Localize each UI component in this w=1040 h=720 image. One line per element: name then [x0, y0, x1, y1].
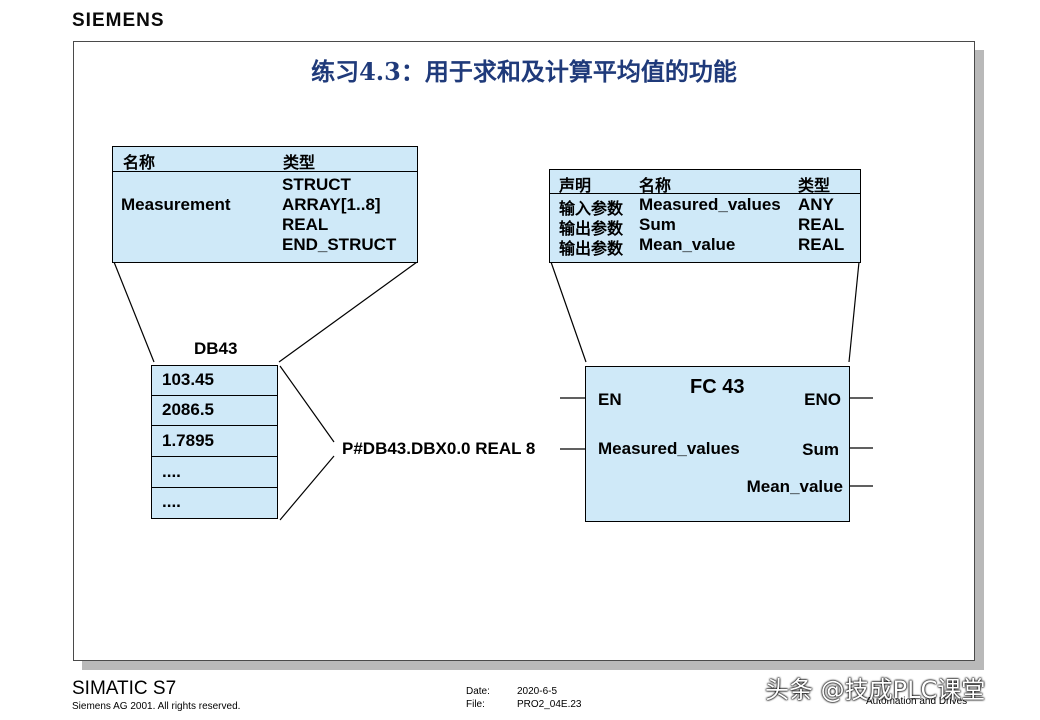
db-cell-value: 1.7895: [162, 431, 214, 450]
decl-row-name: Mean_value: [639, 235, 736, 254]
decl-row-type: ANY: [798, 195, 834, 214]
type-struct: STRUCT: [282, 175, 351, 194]
fc-pin-measured-values: Measured_values: [598, 439, 740, 458]
decl-row-decl: 输出参数: [559, 219, 624, 238]
fc-title: FC 43: [690, 376, 745, 398]
footer-date-value: 2020-6-5: [517, 686, 558, 697]
db-cell-value: ....: [162, 492, 181, 511]
db-cell-value: 2086.5: [162, 400, 214, 419]
decl-row-type: REAL: [798, 215, 845, 234]
db-cell: 1.7895: [152, 427, 277, 457]
slide-title: 练习4.3：用于求和及计算平均值的功能: [311, 57, 737, 86]
declaration-table: 声明 名称 类型 输入参数 Measured_values ANY 输出参数 S…: [549, 169, 861, 263]
footer-date-label: Date:: [466, 686, 490, 697]
type-real: REAL: [282, 215, 329, 234]
decl-row-decl: 输入参数: [559, 199, 624, 218]
header-divider: [113, 171, 417, 172]
db-cell: ....: [152, 458, 277, 488]
header-name: 名称: [123, 153, 156, 172]
db-cell-value: ....: [162, 462, 181, 481]
measurement-name: Measurement: [121, 195, 231, 214]
header-decl: 声明: [559, 176, 592, 195]
watermark: 头条 @技成PLC课堂: [765, 676, 986, 704]
decl-row-name: Measured_values: [639, 195, 781, 214]
fc-pin-mean-value: Mean_value: [746, 477, 843, 496]
measurement-type-table: 名称 类型 Measurement STRUCT ARRAY[1..8] REA…: [112, 146, 418, 263]
fc43-block: FC 43 EN ENO Measured_values Sum Mean_va…: [585, 366, 850, 522]
header-divider: [550, 193, 860, 194]
footer-product: SIMATIC S7: [72, 678, 177, 699]
type-array: ARRAY[1..8]: [282, 195, 381, 214]
footer-file-value: PRO2_04E.23: [517, 699, 582, 710]
db-cell: 103.45: [152, 366, 277, 396]
siemens-logo: SIEMENS: [72, 10, 165, 31]
decl-row-name: Sum: [639, 215, 676, 234]
fc-pin-sum: Sum: [802, 440, 839, 459]
db-cell-value: 103.45: [162, 370, 214, 389]
fc-pin-eno: ENO: [804, 390, 841, 409]
header-type: 类型: [283, 153, 316, 172]
slide-frame: [73, 41, 975, 661]
footer-division: Automation and Drives: [866, 696, 968, 707]
footer-copyright: Siemens AG 2001. All rights reserved.: [72, 701, 241, 712]
fc-pin-en: EN: [598, 390, 622, 409]
db-cell: 2086.5: [152, 396, 277, 426]
type-end-struct: END_STRUCT: [282, 235, 397, 254]
db-block: 103.45 2086.5 1.7895 .... ....: [151, 365, 278, 519]
header-name: 名称: [639, 176, 672, 195]
db-cell: ....: [152, 488, 277, 518]
decl-row-type: REAL: [798, 235, 845, 254]
db-label: DB43: [194, 339, 238, 358]
header-type: 类型: [798, 176, 831, 195]
decl-row-decl: 输出参数: [559, 239, 624, 258]
footer-file-label: File:: [466, 699, 485, 710]
any-pointer-label: P#DB43.DBX0.0 REAL 8: [342, 439, 536, 458]
